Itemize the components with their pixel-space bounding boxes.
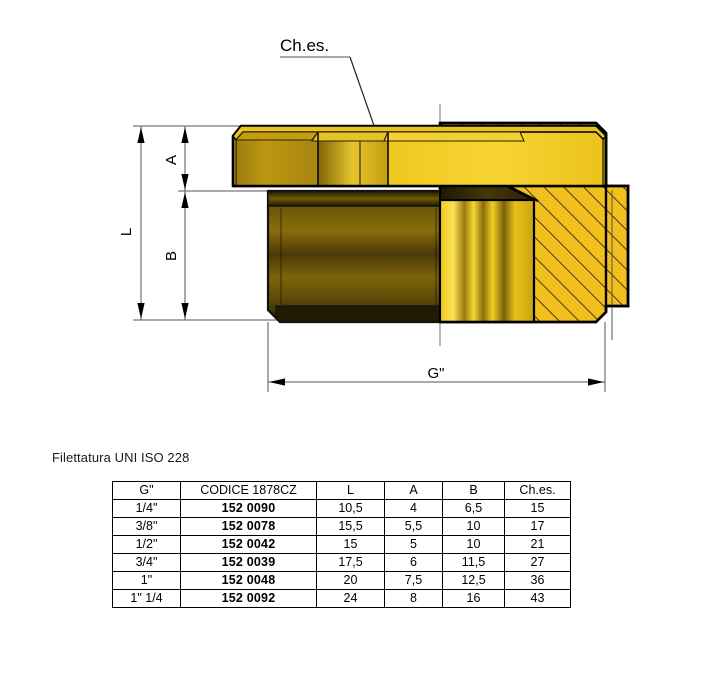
dim-label-b: B: [163, 251, 180, 261]
header-code: CODICE 1878CZ: [180, 481, 317, 500]
hex-head-bevel-mid: [310, 131, 389, 142]
cell-a: 4: [384, 499, 443, 518]
header-a: A: [384, 481, 443, 500]
cell-l: 20: [316, 571, 385, 590]
cell-ch: 21: [504, 535, 571, 554]
section-outline-overlay: [440, 121, 630, 324]
cell-ch: 27: [504, 553, 571, 572]
header-b: B: [442, 481, 505, 500]
cell-a: 7,5: [384, 571, 443, 590]
cell-l: 15,5: [316, 517, 385, 536]
cell-code: 152 0048: [180, 571, 317, 590]
dim-label-g: G": [428, 365, 445, 382]
cell-code: 152 0039: [180, 553, 317, 572]
cell-code: 152 0042: [180, 535, 317, 554]
cell-ch: 43: [504, 589, 571, 608]
cell-g: 1/2": [112, 535, 181, 554]
cell-b: 11,5: [442, 553, 505, 572]
cell-a: 5: [384, 535, 443, 554]
chamfer-label: Ch.es.: [280, 36, 329, 55]
cell-b: 6,5: [442, 499, 505, 518]
cell-l: 24: [316, 589, 385, 608]
dimension-arrowheads: [137, 127, 604, 386]
cell-a: 5,5: [384, 517, 443, 536]
cell-a: 8: [384, 589, 443, 608]
cell-b: 10: [442, 535, 505, 554]
cell-b: 12,5: [442, 571, 505, 590]
cell-l: 15: [316, 535, 385, 554]
cell-ch: 15: [504, 499, 571, 518]
shank-collar: [267, 190, 441, 207]
cell-g: 1": [112, 571, 181, 590]
cell-code: 152 0092: [180, 589, 317, 608]
header-l: L: [316, 481, 385, 500]
table-row: 1/4" 152 0090 10,5 4 6,5 15: [112, 499, 571, 518]
hex-head-edges: [317, 132, 389, 186]
specification-table: G" CODICE 1878CZ L A B Ch.es. 1/4" 152 0…: [112, 481, 571, 608]
cell-b: 10: [442, 517, 505, 536]
cell-a: 6: [384, 553, 443, 572]
cell-b: 16: [442, 589, 505, 608]
header-ch: Ch.es.: [504, 481, 571, 500]
table-header-row: G" CODICE 1878CZ L A B Ch.es.: [112, 481, 571, 500]
dim-label-a: A: [163, 155, 180, 165]
table-row: 1" 152 0048 20 7,5 12,5 36: [112, 571, 571, 590]
thread-standard-note: Filettatura UNI ISO 228: [52, 450, 190, 465]
threaded-shank: [266, 189, 442, 324]
header-g: G": [112, 481, 181, 500]
technical-drawing: L A B G" Ch.es.: [118, 36, 630, 392]
cell-g: 1" 1/4: [112, 589, 181, 608]
flange-step: [604, 184, 630, 308]
table-row: 1/2" 152 0042 15 5 10 21: [112, 535, 571, 554]
cell-code: 152 0078: [180, 517, 317, 536]
fitting-body: [231, 121, 630, 340]
table-row: 1" 1/4 152 0092 24 8 16 43: [112, 589, 571, 608]
shank-bottom-band: [275, 305, 441, 323]
table-row: 3/4" 152 0039 17,5 6 11,5 27: [112, 553, 571, 572]
cell-l: 17,5: [316, 553, 385, 572]
cell-g: 1/4": [112, 499, 181, 518]
cell-ch: 36: [504, 571, 571, 590]
hex-head-bevel-right: [383, 131, 525, 142]
dim-label-l: L: [118, 228, 135, 236]
cell-g: 3/8": [112, 517, 181, 536]
cell-code: 152 0090: [180, 499, 317, 518]
cell-g: 3/4": [112, 553, 181, 572]
shank-thread-lines: [280, 208, 437, 305]
table-row: 3/8" 152 0078 15,5 5,5 10 17: [112, 517, 571, 536]
cell-l: 10,5: [316, 499, 385, 518]
cell-ch: 17: [504, 517, 571, 536]
hex-head-bevel-left: [234, 131, 320, 141]
inner-bore-cylinder: [438, 198, 536, 324]
